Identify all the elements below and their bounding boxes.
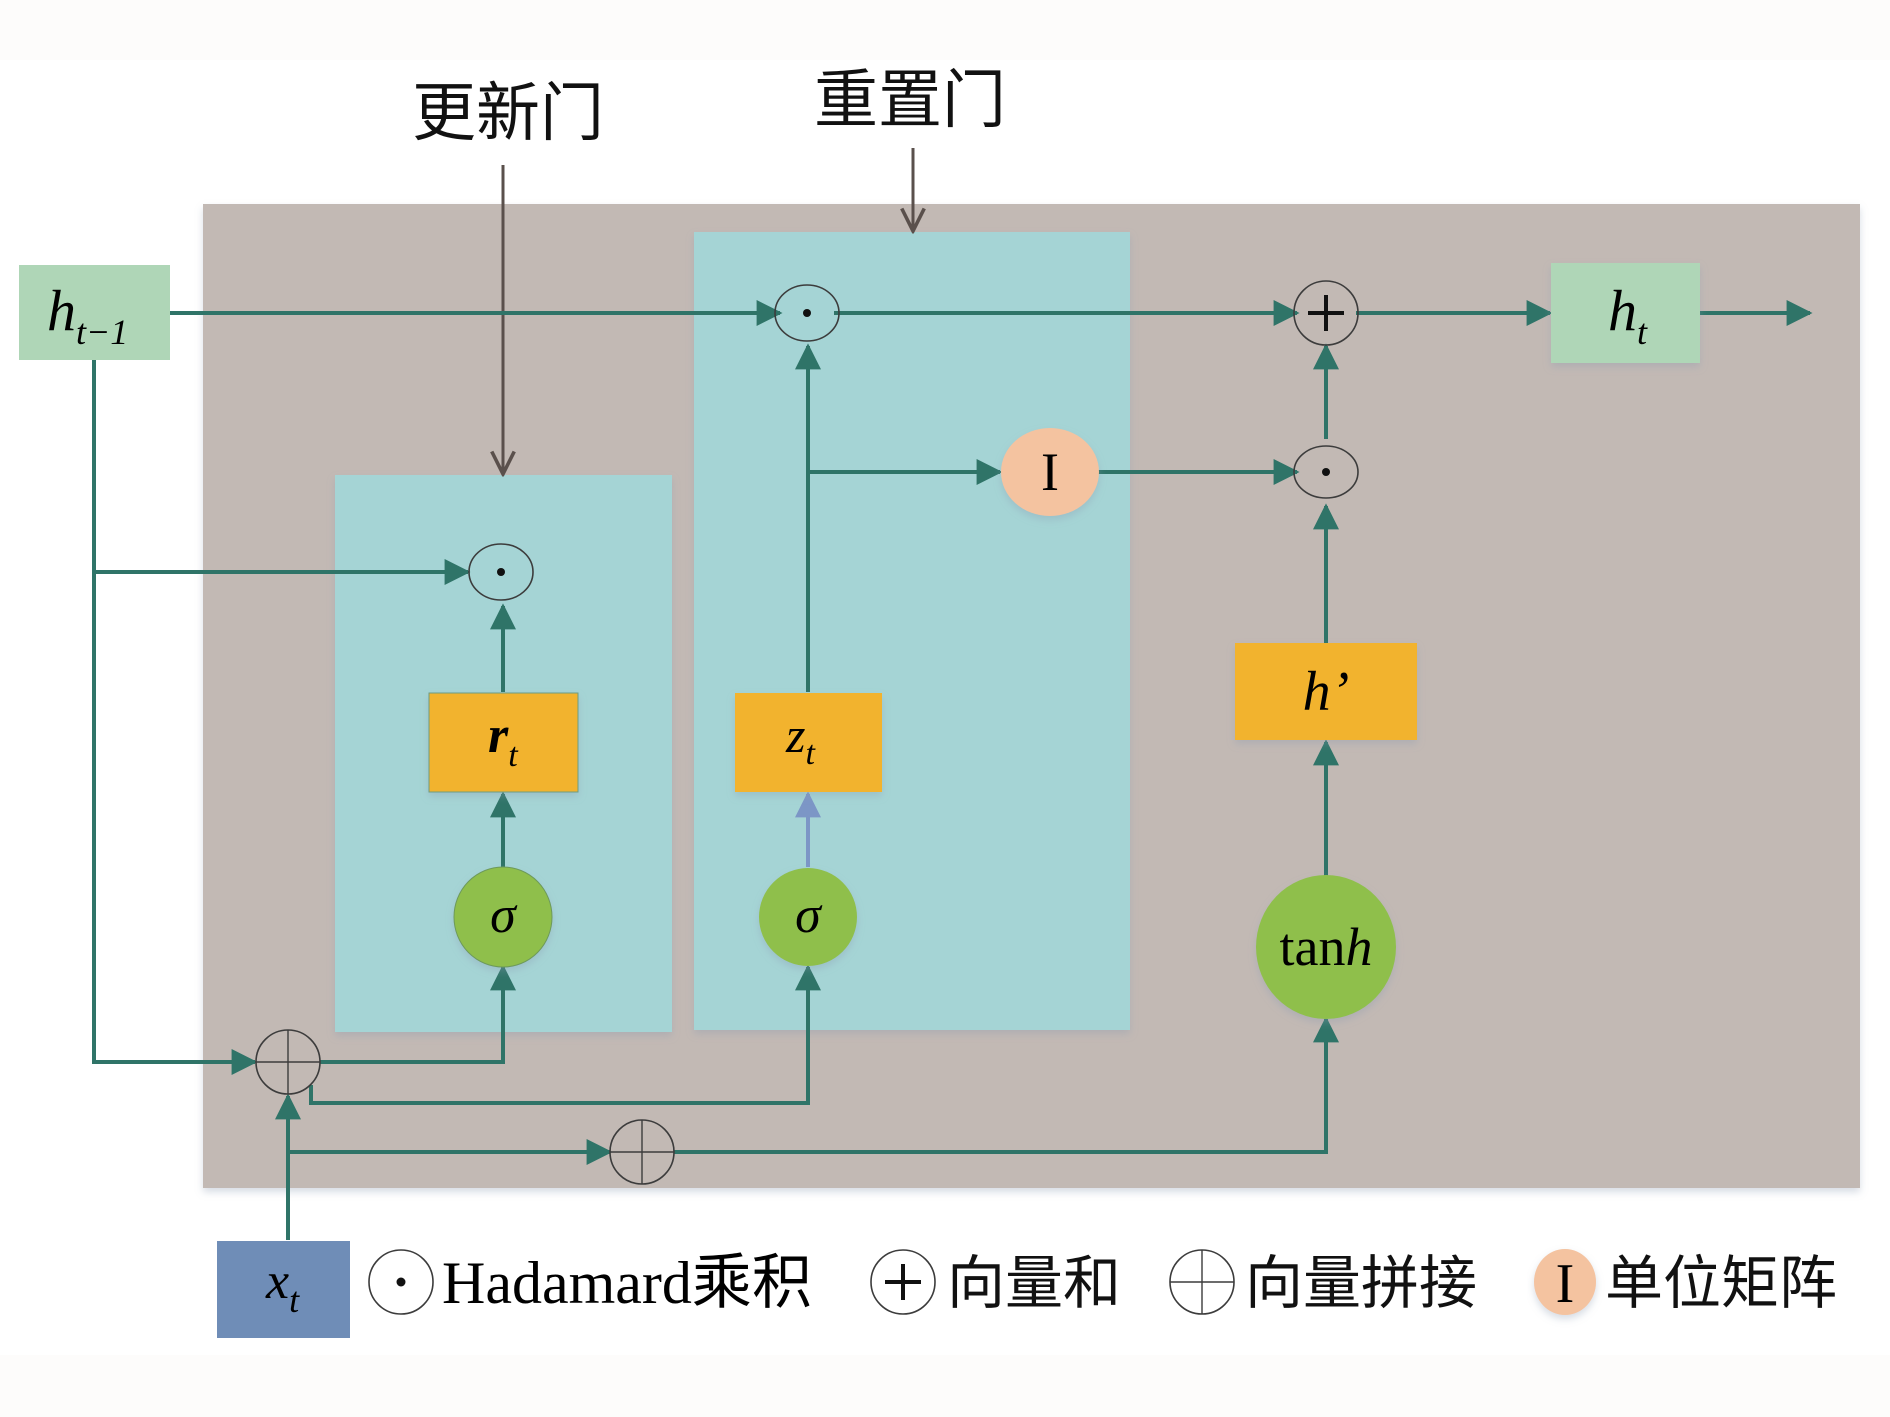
identity-circle — [1001, 428, 1099, 516]
h-t-main: h — [1608, 278, 1637, 343]
hadamard-node-left — [468, 543, 534, 601]
legend-identity-label: 单位矩阵 — [1605, 1249, 1837, 1317]
h-prev-box — [19, 265, 170, 360]
svg-text:xt: xt — [265, 1253, 300, 1320]
h-prime-box — [1235, 643, 1417, 740]
tanh-italic: h — [1345, 917, 1372, 977]
arrow-concat-to-sigma-z — [309, 964, 821, 1105]
bottom-band — [0, 1355, 1890, 1417]
concat-node-2 — [609, 1119, 675, 1185]
arrow-hprev-down-to-concat — [92, 360, 258, 1075]
legend-hadamard-label: Hadamard乘积 — [442, 1250, 812, 1316]
h-prime-label: h’ — [1303, 661, 1350, 723]
update-gate-label: 更新门 — [412, 77, 604, 151]
r-t-main: r — [488, 707, 509, 764]
sigma-r-circle — [453, 866, 553, 968]
legend-identity-icon — [1534, 1249, 1596, 1315]
h-prev-sub: t−1 — [76, 312, 128, 352]
r-t-box — [428, 692, 579, 793]
svg-text:rt: rt — [488, 707, 519, 774]
legend-sum-icon — [870, 1249, 936, 1315]
identity-label: I — [1041, 442, 1059, 502]
svg-text:ht−1: ht−1 — [47, 278, 128, 352]
h-t-box — [1551, 263, 1700, 363]
svg-text:ht: ht — [1608, 278, 1648, 352]
h-prev-main: h — [47, 278, 76, 343]
legend-concat-icon — [1169, 1249, 1235, 1315]
sigma-z-circle — [759, 868, 857, 966]
x-t-main: x — [265, 1253, 289, 1310]
r-t-sub: t — [508, 737, 519, 774]
legend-identity-symbol: I — [1556, 1253, 1575, 1315]
z-t-box — [735, 693, 882, 792]
top-band — [0, 0, 1890, 60]
hadamard-node-top — [774, 284, 840, 342]
legend: Hadamard乘积 向量和 向量拼接 I 单位矩阵 — [368, 1249, 1837, 1317]
reset-gate-box — [694, 232, 1130, 1030]
concat-node-1 — [255, 1029, 321, 1095]
legend-hadamard-icon — [368, 1249, 434, 1315]
reset-gate-label: 重置门 — [814, 64, 1006, 138]
arrow-concat2-to-tanh — [674, 1016, 1339, 1154]
x-t-sub: t — [289, 1280, 300, 1320]
vector-sum-node — [1293, 280, 1359, 346]
svg-text:tanh: tanh — [1280, 917, 1373, 977]
tanh-plain: tan — [1280, 917, 1346, 977]
arrow-concat-to-sigma-r — [320, 964, 516, 1064]
x-t-box — [217, 1241, 350, 1338]
h-t-sub: t — [1637, 312, 1648, 352]
svg-text:zt: zt — [785, 707, 816, 772]
legend-sum-label: 向量和 — [947, 1249, 1121, 1317]
z-t-main: z — [785, 707, 805, 763]
tanh-circle — [1256, 875, 1396, 1019]
sigma-r-label: σ — [490, 887, 518, 944]
hadamard-node-right — [1293, 445, 1359, 499]
legend-concat-label: 向量拼接 — [1245, 1249, 1477, 1317]
z-t-sub: t — [805, 735, 816, 772]
sigma-z-label: σ — [795, 887, 823, 944]
